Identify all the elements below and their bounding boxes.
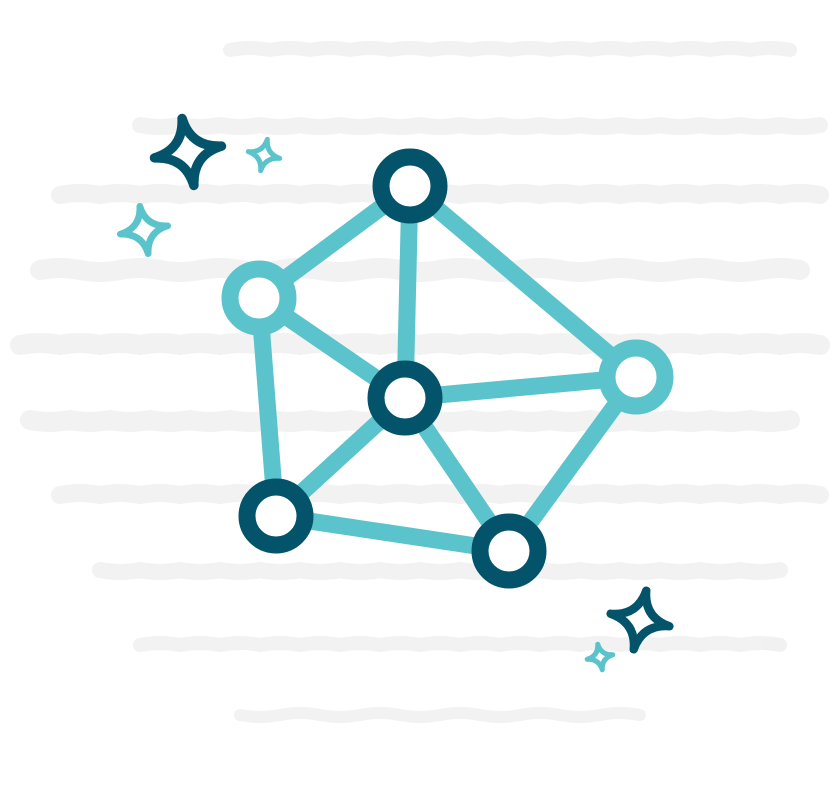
texture-stroke (223, 41, 797, 58)
texture-stroke (234, 707, 646, 723)
node-top (372, 148, 448, 224)
sparkles (117, 113, 674, 673)
sparkle-icon (245, 136, 283, 174)
sparkle-icon (117, 203, 171, 257)
texture-stroke (133, 636, 787, 653)
node-bleft (238, 478, 314, 554)
node-left (221, 260, 297, 336)
sparkle-icon (584, 641, 616, 673)
graph-nodes (221, 148, 674, 589)
texture-stroke (10, 333, 830, 356)
texture-stroke (30, 258, 810, 282)
sparkle-icon (606, 586, 674, 654)
edge-top-right (401, 177, 645, 386)
node-center (367, 360, 443, 436)
node-right (598, 339, 674, 415)
texture-stroke (92, 561, 788, 580)
edge-bleft-bright (267, 507, 518, 560)
texture-stroke (51, 484, 829, 505)
texture-stroke (132, 116, 828, 135)
node-bright (471, 513, 547, 589)
edge-center-right (396, 368, 645, 407)
sparkle-icon (149, 113, 227, 191)
